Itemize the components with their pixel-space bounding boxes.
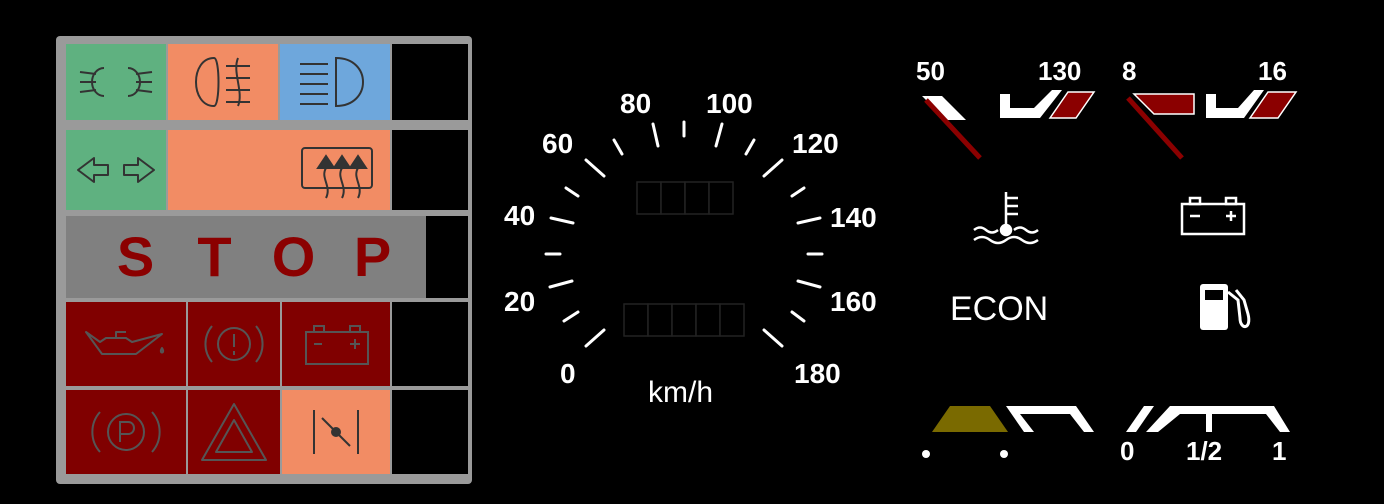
hazard-icon	[201, 403, 267, 461]
high-beam-icon	[300, 56, 364, 108]
fog-light-indicator	[168, 44, 278, 120]
speed-label-40: 40	[504, 200, 536, 231]
fuel-max-label: 1	[1272, 436, 1287, 466]
trip-odometer	[636, 181, 734, 215]
speed-label-100: 100	[706, 88, 753, 119]
turn-signal-icon	[77, 157, 155, 183]
rpm-min-label: 50	[916, 56, 945, 86]
brake-warning-indicator	[188, 302, 280, 386]
speed-label-180: 180	[794, 358, 841, 389]
speed-label-160: 160	[830, 286, 877, 317]
parking-lights-icon	[79, 67, 153, 97]
parking-brake-indicator	[66, 390, 186, 474]
rpm-max-label: 130	[1038, 56, 1082, 86]
oil-pressure-icon	[85, 331, 165, 355]
empty-light-slot	[392, 390, 468, 474]
battery-warning-indicator	[282, 302, 390, 386]
hazard-indicator	[188, 390, 280, 474]
fuel-min-label: 0	[1120, 436, 1135, 466]
empty-light-slot	[392, 44, 468, 120]
voltage-min-label: 8	[1122, 56, 1137, 86]
empty-light-slot	[426, 216, 468, 298]
fuel-mid-label: 1/2	[1186, 436, 1223, 466]
parking-lights-indicator	[66, 44, 166, 120]
fuel-gauge	[1126, 406, 1290, 432]
voltage-max-label: 16	[1258, 56, 1287, 86]
empty-light-slot	[392, 302, 468, 386]
odometer	[623, 303, 745, 337]
turn-signal-indicator	[66, 130, 166, 210]
speed-label-120: 120	[792, 128, 839, 159]
rear-defrost-icon	[301, 147, 373, 199]
battery-warning-icon	[305, 325, 369, 365]
rpm-gauge	[922, 90, 1096, 160]
high-beam-indicator	[280, 44, 390, 120]
speed-label-0: 0	[560, 358, 576, 389]
empty-light-slot	[392, 130, 468, 210]
speed-label-140: 140	[830, 202, 877, 233]
speed-unit: km/h	[648, 376, 714, 409]
speed-label-60: 60	[542, 128, 574, 159]
oil-pressure-indicator	[66, 302, 186, 386]
rear-defrost-indicator	[168, 130, 390, 210]
brake-warning-icon	[204, 325, 264, 363]
speed-label-20: 20	[504, 286, 536, 317]
econ-indicator: ECON	[950, 290, 1049, 328]
fog-light-icon	[195, 56, 250, 108]
voltage-gauge	[1126, 90, 1298, 160]
choke-indicator	[282, 390, 390, 474]
fuel-pump-icon	[1200, 284, 1251, 330]
battery-icon	[1180, 196, 1246, 236]
stop-letter: S	[116, 225, 155, 288]
speed-label-80: 80	[620, 88, 652, 119]
parking-brake-icon	[91, 411, 161, 453]
coolant-temp-icon	[973, 192, 1039, 245]
stop-letter: O	[271, 225, 316, 288]
choke-icon	[313, 410, 359, 454]
stop-letter: P	[353, 225, 392, 288]
stop-letter: T	[197, 225, 232, 288]
coolant-temp-gauge	[922, 406, 1094, 458]
